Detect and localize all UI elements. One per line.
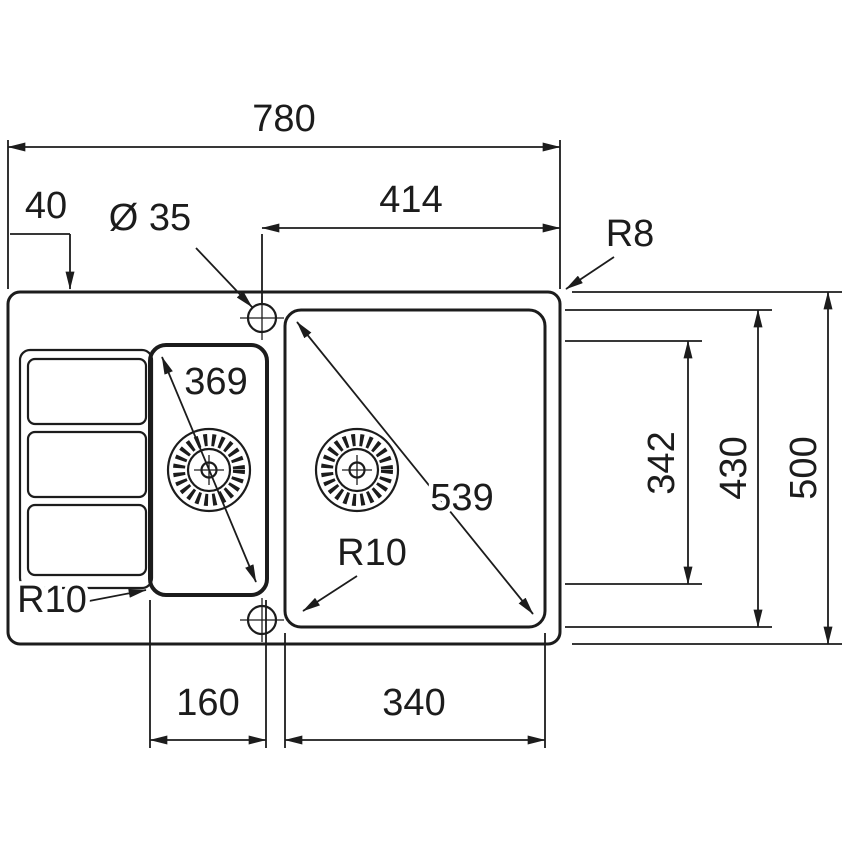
dim-line-369-diagonal <box>161 356 257 583</box>
leader-r8 <box>565 256 615 290</box>
dim-label-inner-depth: 342 <box>641 431 683 494</box>
dim-label-large-bowl-radius: R10 <box>337 532 407 574</box>
sink-outline <box>6 290 562 646</box>
dim-line-539-diagonal <box>296 321 534 615</box>
leader-lines <box>65 234 615 612</box>
dim-label-hole-to-right: 414 <box>379 179 442 221</box>
dim-label-outer-radius: R8 <box>606 213 655 255</box>
dimension-lines <box>7 142 833 745</box>
drainer-outline <box>18 348 154 590</box>
leader-r10-large <box>302 575 358 612</box>
dim-label-large-bowl-diagonal: 539 <box>430 477 493 519</box>
dim-label-overall-depth: 500 <box>783 436 825 499</box>
leader-hole-diameter <box>195 247 253 308</box>
drainer-groove-3 <box>26 503 148 577</box>
labels: 780 414 40 Ø 35 R8 369 539 R10 R10 160 3… <box>13 94 830 729</box>
dim-label-edge-offset: 40 <box>25 185 67 227</box>
dim-label-small-bowl-radius: R10 <box>17 579 87 621</box>
drainer-groove-1 <box>26 357 148 426</box>
dim-label-small-bowl-width: 160 <box>176 682 239 724</box>
drain-strainer-large <box>314 427 400 513</box>
drainer-groove-2 <box>26 430 148 499</box>
leader-r10-small <box>83 588 147 603</box>
dim-label-large-bowl-width: 340 <box>382 682 445 724</box>
tap-hole-bottom <box>240 598 284 642</box>
extension-lines <box>7 140 842 748</box>
tap-hole-top <box>240 296 284 340</box>
large-bowl-outline <box>283 308 547 629</box>
dim-label-bowl-depth: 430 <box>713 436 755 499</box>
small-bowl-outline <box>148 343 269 597</box>
dim-label-small-bowl-diagonal: 369 <box>184 361 247 403</box>
sink-body <box>6 290 562 646</box>
dim-label-hole-diameter: Ø 35 <box>109 197 191 239</box>
dim-label-overall-width: 780 <box>252 98 315 140</box>
